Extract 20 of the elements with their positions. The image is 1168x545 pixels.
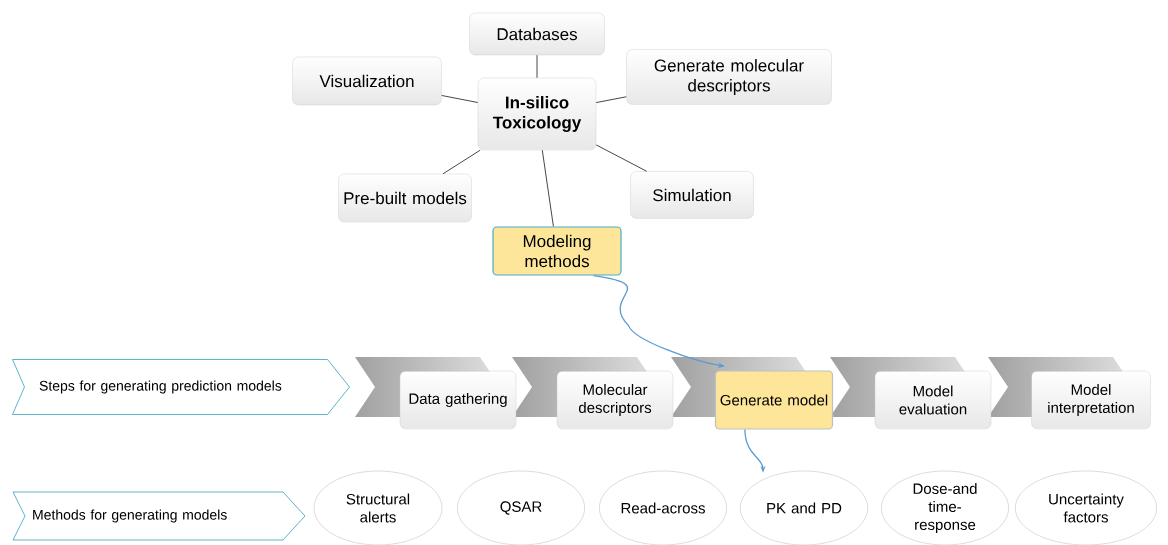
step-box: Data gathering xyxy=(399,370,517,430)
connector-line xyxy=(595,96,627,104)
topic-box: In-silico Toxicology xyxy=(477,77,597,151)
chevron-label: Steps for generating prediction models xyxy=(12,359,350,415)
step-box: Molecular descriptors xyxy=(556,370,674,430)
topic-box: Simulation xyxy=(630,171,754,219)
topic-box: Generate molecular descriptors xyxy=(626,49,832,105)
topic-box: Pre-built models xyxy=(338,173,472,223)
connector-line xyxy=(595,144,648,172)
connector-line xyxy=(536,54,538,79)
highlighted-step-box: Generate model xyxy=(714,370,834,430)
connector-line xyxy=(541,149,554,227)
topic-box: Databases xyxy=(469,12,605,56)
step-box: Model evaluation xyxy=(874,370,992,430)
step-box: Model interpretation xyxy=(1031,370,1151,430)
chevron-label: Methods for generating models xyxy=(12,491,306,541)
topic-box: Visualization xyxy=(292,56,442,106)
highlighted-box: Modeling methods xyxy=(492,226,622,276)
connector-line xyxy=(442,149,481,175)
connector-line xyxy=(441,95,479,103)
